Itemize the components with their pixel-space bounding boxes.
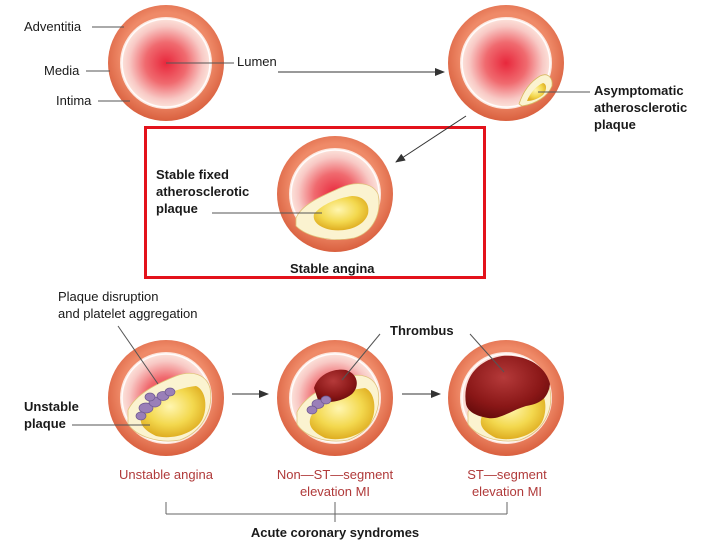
stemi-label: ST—segment elevation MI [467, 467, 547, 499]
unstable-plaque-label: Unstable plaque [24, 399, 79, 431]
plaque-disruption-label: Plaque disruption and platelet aggregati… [58, 289, 198, 321]
platelet-aggregate [135, 387, 176, 421]
stable-angina-label: Stable angina [290, 261, 375, 276]
stable-plaque-core [313, 196, 369, 231]
nstemi-label: Non—ST—segment elevation MI [276, 467, 394, 499]
stable-plaque-artery [277, 136, 393, 252]
adventitia-label: Adventitia [24, 19, 82, 34]
occlusive-thrombus [465, 355, 550, 419]
thrombus-label: Thrombus [390, 323, 454, 338]
occlusive-thrombus-artery [448, 340, 564, 456]
partial-thrombus-artery [277, 340, 393, 456]
leader-lines [72, 26, 590, 426]
stable-angina-highlight-box [144, 126, 486, 279]
asymptomatic-plaque-label: Asymptomatic atherosclerotic plaque [594, 83, 688, 132]
media-label: Media [44, 63, 80, 78]
arrow-asymptomatic-to-stable [395, 115, 467, 163]
stable-fixed-plaque-label: Stable fixed atherosclerotic plaque [156, 167, 250, 216]
asymptomatic-artery [448, 5, 564, 121]
partial-thrombus [314, 369, 357, 402]
lumen-label: Lumen [237, 54, 277, 69]
acs-bracket [165, 502, 508, 522]
unstable-plaque-artery [108, 340, 224, 456]
acute-coronary-syndromes-label: Acute coronary syndromes [250, 525, 420, 540]
intima-label: Intima [56, 93, 92, 108]
unstable-angina-label: Unstable angina [119, 467, 213, 482]
